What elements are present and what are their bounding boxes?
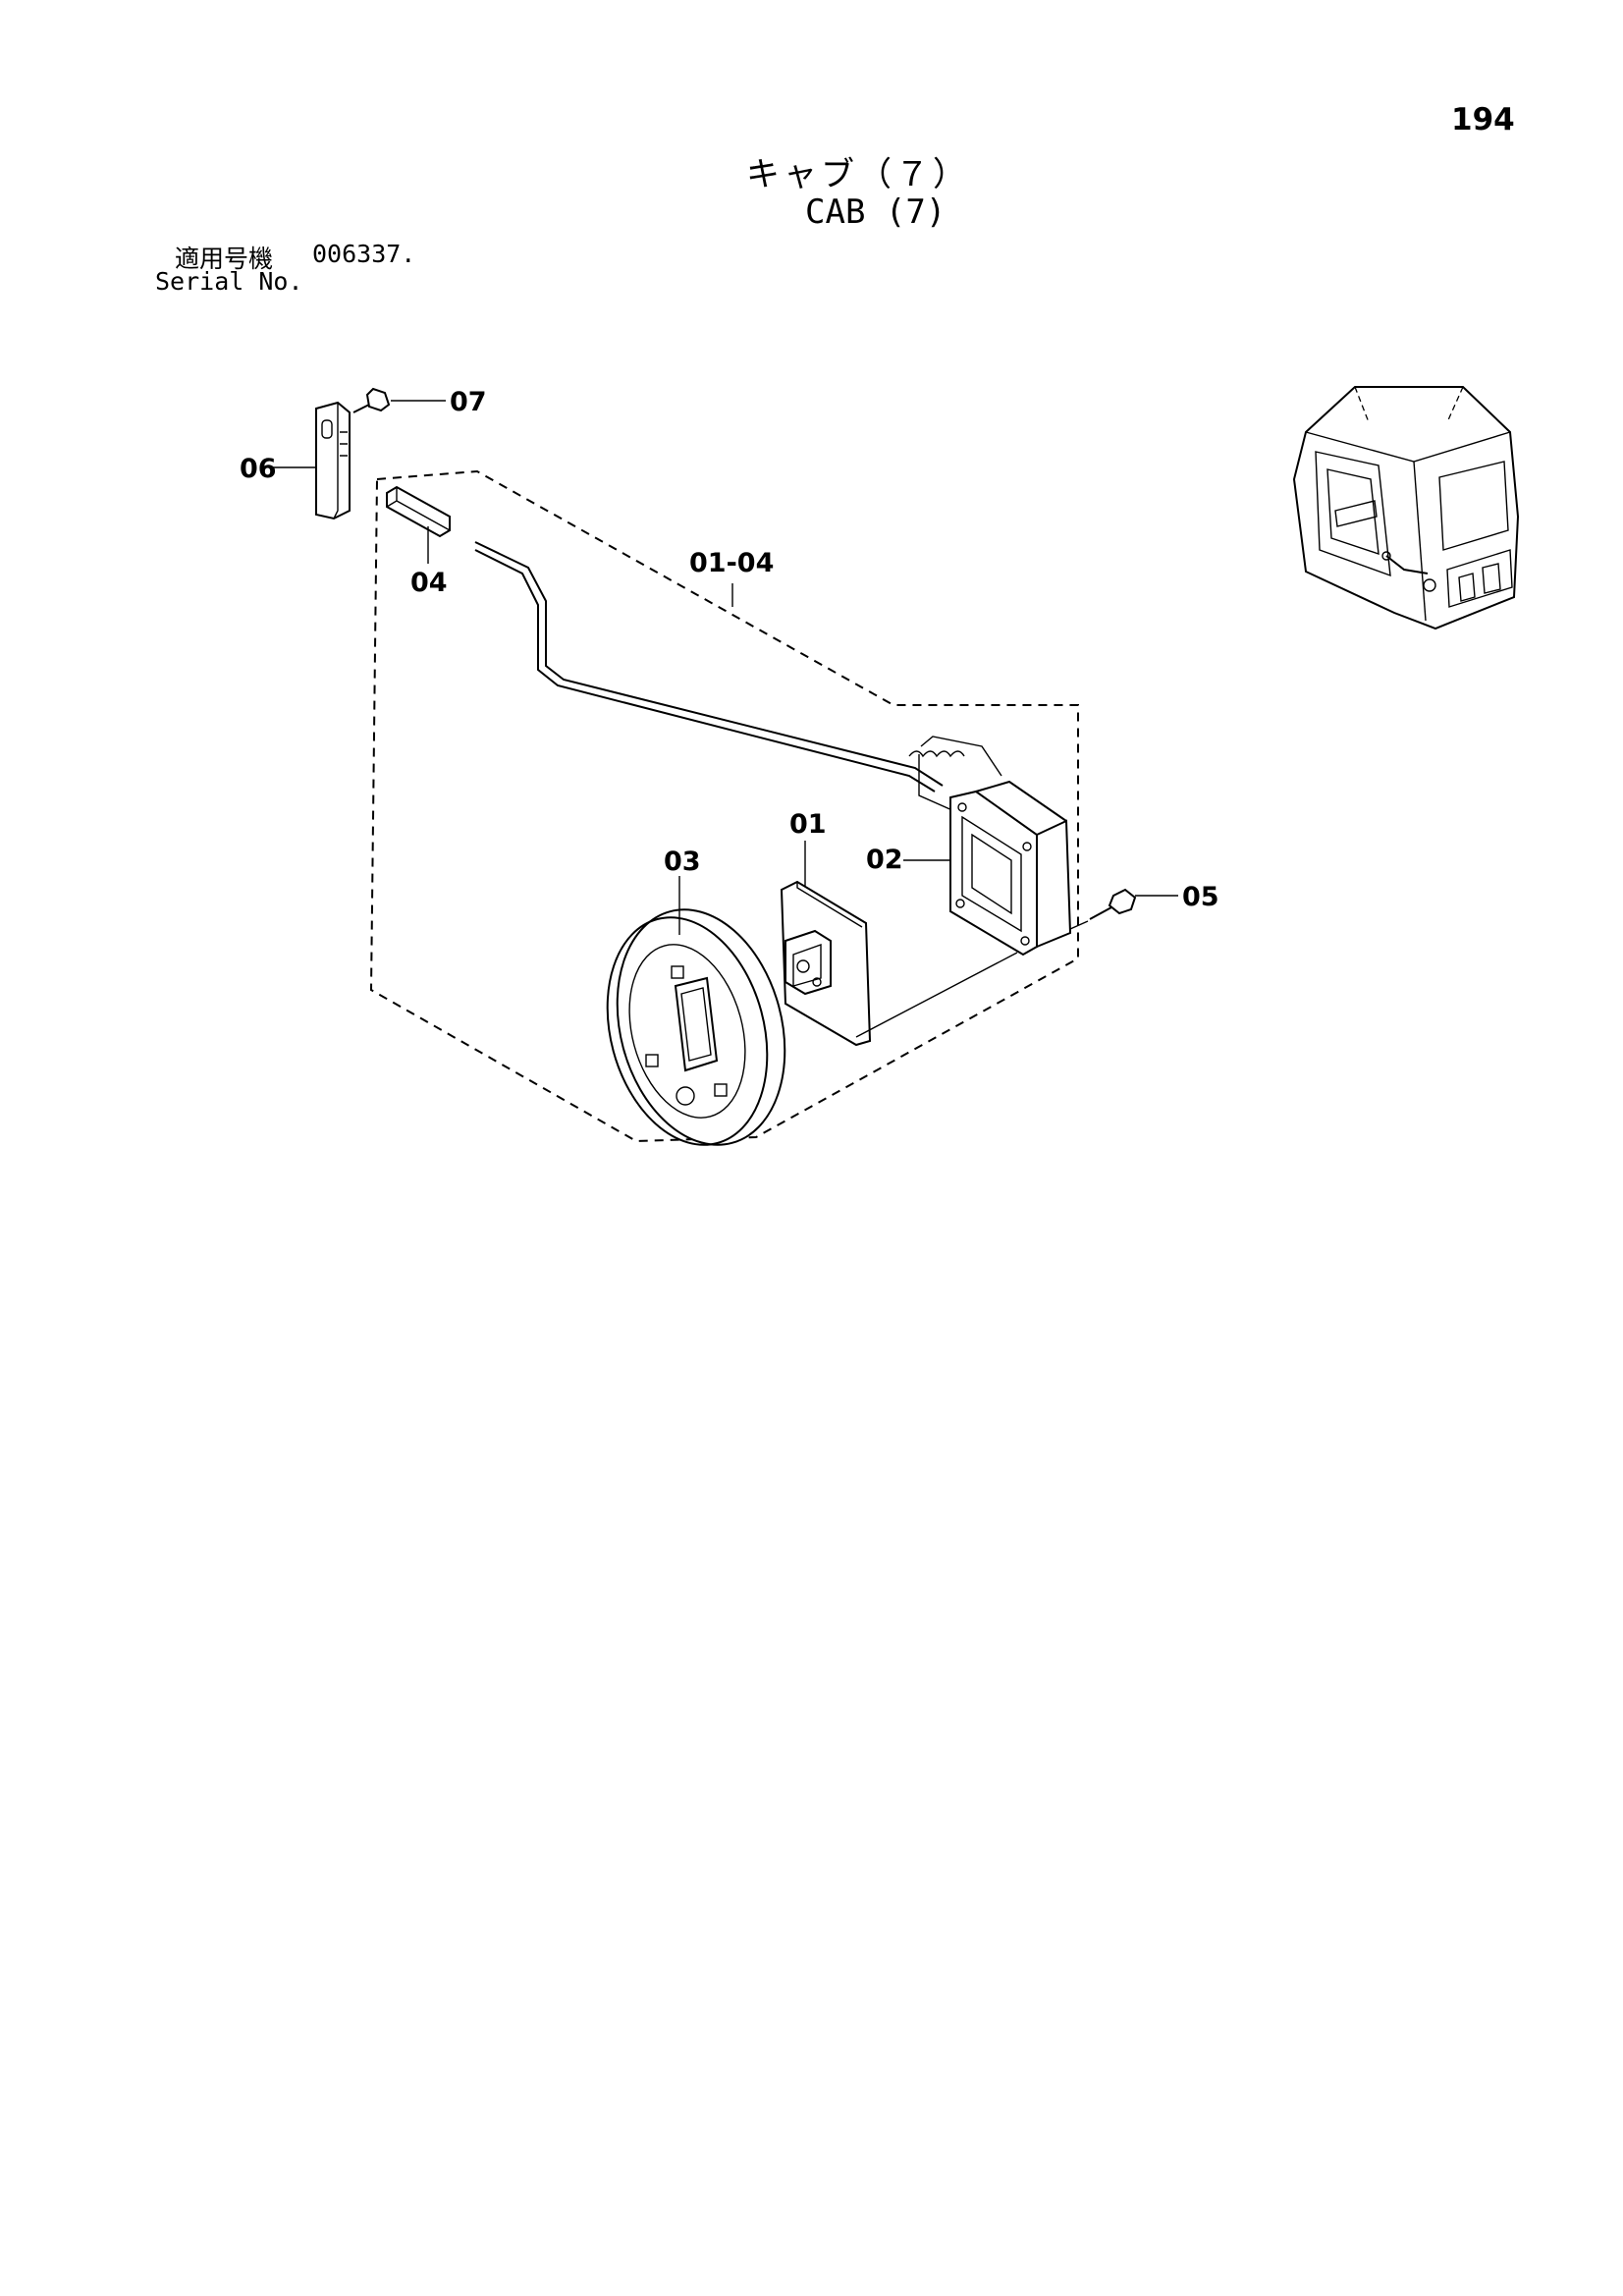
part-05-bolt	[1089, 888, 1137, 920]
cab-locator-illustration	[1292, 386, 1520, 630]
part-06-handle	[315, 401, 351, 520]
assembly-line	[1069, 920, 1089, 930]
callout-01: 01	[789, 809, 827, 840]
callout-assembly-01-04: 01-04	[689, 548, 774, 578]
part-03-escutcheon	[606, 908, 786, 1146]
release-rod	[474, 541, 944, 793]
callout-06: 06	[240, 454, 277, 484]
assembly-boundary	[369, 469, 1079, 1143]
part-01-lock-plate	[780, 880, 872, 1047]
callout-04: 04	[410, 568, 448, 598]
serial-label-english: Serial No.	[155, 267, 303, 296]
part-07-screw	[352, 387, 391, 413]
part-04-grip	[386, 485, 451, 538]
part-02-housing	[949, 780, 1072, 957]
callout-05: 05	[1182, 882, 1219, 912]
callout-07: 07	[450, 387, 487, 417]
callout-02: 02	[866, 845, 903, 875]
callout-03: 03	[664, 847, 701, 877]
assembly-line	[855, 952, 1018, 1038]
page-title-japanese: キャブ（７）	[746, 155, 970, 194]
spring-lever	[908, 736, 1002, 812]
page-number: 194	[1451, 102, 1515, 137]
serial-number-value: 006337.	[312, 240, 416, 268]
serial-label-japanese: 適用号機	[175, 245, 274, 273]
page-title-english: CAB (7)	[805, 192, 947, 232]
